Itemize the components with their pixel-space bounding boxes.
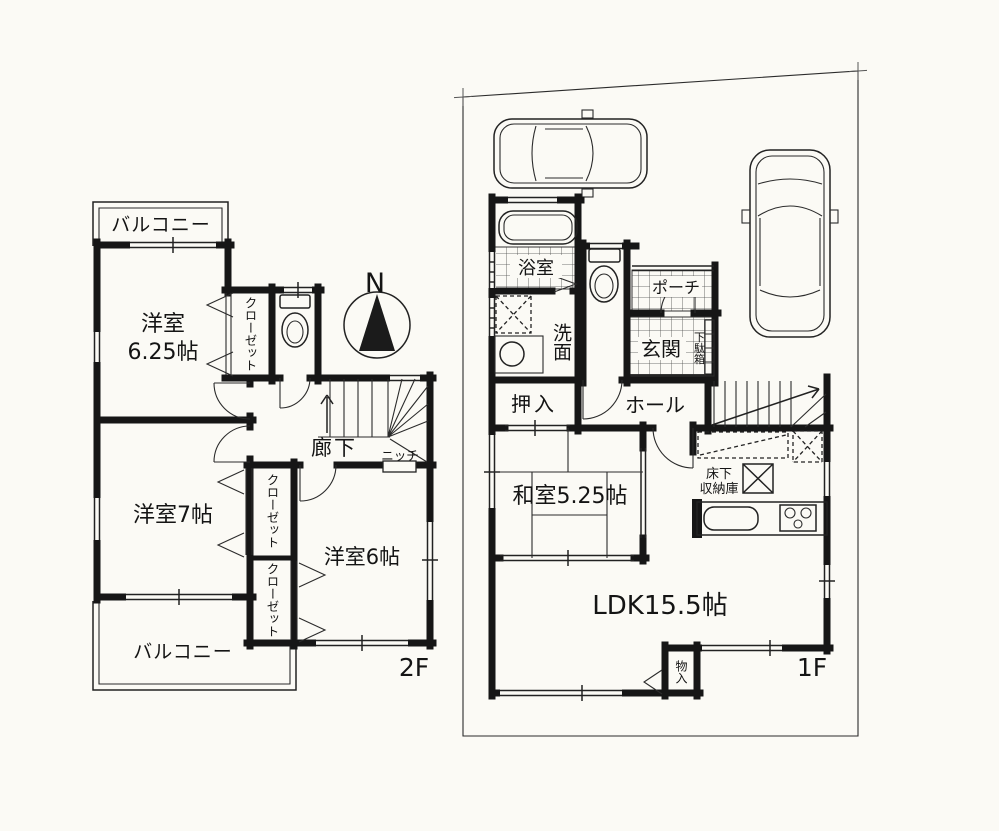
entrance-label-bg bbox=[638, 337, 686, 360]
hallway-label: 廊下 bbox=[311, 436, 357, 460]
property-boundary bbox=[453, 62, 868, 737]
room-6-label: 洋室6帖 bbox=[324, 545, 400, 569]
storage-label: 物入 bbox=[674, 660, 688, 684]
closet-625-label: クローゼット bbox=[243, 297, 258, 372]
closet-lower-label: クローゼット bbox=[265, 563, 280, 638]
balcony-bottom bbox=[92, 601, 297, 691]
underfloor-storage-label-2: 収納庫 bbox=[699, 482, 738, 497]
hall-label: ホール bbox=[625, 393, 685, 417]
stairs-1f bbox=[711, 381, 827, 428]
toilet-1f-icon bbox=[588, 248, 621, 303]
tatami-lines bbox=[492, 428, 643, 558]
car-icon-horizontal bbox=[493, 109, 648, 198]
room-625-label-1: 洋室 bbox=[141, 312, 185, 337]
porch-label: ポーチ bbox=[652, 278, 700, 297]
balcony-top bbox=[92, 201, 229, 246]
stairs-2f bbox=[318, 378, 429, 463]
balcony-top-label: バルコニー bbox=[111, 214, 211, 236]
niche-shelf bbox=[382, 460, 417, 473]
niche-label: ニッチ bbox=[381, 448, 419, 463]
shoe-cabinet-label: 下駄箱 bbox=[693, 332, 706, 366]
toilet-2f-icon bbox=[279, 294, 311, 348]
entrance-label: 玄関 bbox=[641, 337, 681, 361]
kitchen-counter bbox=[696, 501, 828, 536]
washing-machine-icon bbox=[495, 295, 532, 334]
storage-door-marker bbox=[643, 669, 663, 695]
balcony-bottom-label: バルコニー bbox=[133, 641, 233, 663]
walls-1f bbox=[488, 193, 834, 700]
windows-2f bbox=[93, 237, 438, 651]
floor-1f-label: 1F bbox=[797, 653, 827, 682]
porch-label-bg bbox=[650, 276, 702, 297]
floor-1f-plan: 浴室 洗面 ポーチ 玄関 下駄箱 押入 ホール 和室5.25帖 床下 収納庫 L… bbox=[453, 62, 868, 737]
washbasin-icon bbox=[494, 335, 544, 374]
walls-2f bbox=[93, 238, 437, 650]
oshiire-label: 押入 bbox=[511, 392, 557, 416]
underfloor-storage-icon bbox=[742, 463, 774, 494]
shoe-cabinet-icon bbox=[704, 319, 715, 377]
japanese-room-label: 和室5.25帖 bbox=[513, 484, 628, 509]
floor-2f-plan: バルコニー 洋室 6.25帖 クローゼット 廊下 ニッチ 洋室7帖 クローゼット… bbox=[92, 201, 438, 691]
floor-2f-label: 2F bbox=[399, 653, 429, 682]
north-compass-icon: N bbox=[343, 268, 411, 359]
bath-door-marker bbox=[553, 275, 578, 293]
stairs-up-arrow-1f bbox=[711, 385, 820, 426]
ldk-label: LDK15.5帖 bbox=[592, 591, 727, 621]
room-625-label-2: 6.25帖 bbox=[128, 340, 199, 365]
closet-upper-label: クローゼット bbox=[265, 474, 280, 549]
bathroom-label-bg bbox=[510, 255, 562, 278]
underfloor-storage-label-1: 床下 bbox=[706, 467, 732, 482]
stairs-up-arrow-2f bbox=[320, 394, 334, 433]
bathtub-icon bbox=[498, 210, 578, 245]
room-7-label: 洋室7帖 bbox=[133, 503, 213, 528]
doors-2f bbox=[213, 377, 337, 502]
compass-north-label: N bbox=[365, 268, 385, 299]
car-icon-vertical bbox=[741, 149, 839, 338]
washroom-label: 洗面 bbox=[550, 323, 572, 361]
bathroom-label: 浴室 bbox=[518, 258, 554, 279]
upper-cabinets-dashed bbox=[697, 430, 823, 463]
stove-icon bbox=[779, 504, 817, 532]
kitchen-sink-icon bbox=[703, 506, 759, 531]
